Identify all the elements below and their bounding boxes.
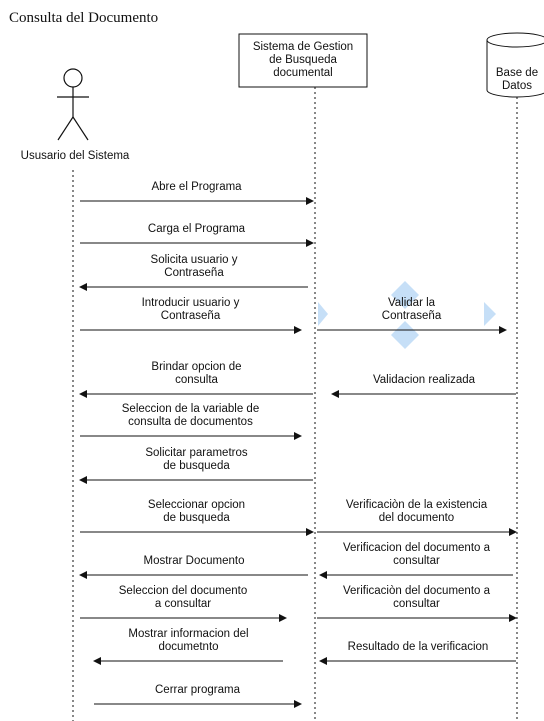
message-text: Mostrar Documento (143, 555, 245, 567)
system-box (238, 33, 368, 88)
message-text: de busqueda (163, 512, 230, 524)
handle-left (318, 302, 328, 326)
message-text: consultar (393, 598, 440, 610)
message-label-2: Carga el Programa (107, 223, 287, 236)
message-text: Contraseña (160, 310, 221, 322)
message-text: Verificacion del documento a (342, 542, 491, 554)
message-text: Verificaciòn de la existencia (345, 499, 488, 511)
message-label-1: Abre el Programa (107, 181, 287, 194)
handle-top (391, 281, 419, 309)
actor-name: Ususario del Sistema (20, 150, 130, 162)
message-text: Mostrar informacion del (128, 628, 249, 640)
message-text: Solicita usuario y (150, 254, 238, 266)
message-text: Validar la (387, 297, 436, 309)
message-text: a consultar (154, 598, 212, 610)
handle-bottom (391, 321, 419, 349)
message-text: Brindar opcion de (151, 361, 242, 373)
selection-handles (318, 281, 496, 349)
message-text: Carga el Programa (147, 223, 246, 235)
message-text: Solicitar parametros (145, 447, 248, 459)
message-text: Verificaciòn del documento a (342, 585, 491, 597)
message-text: de busqueda (163, 460, 230, 472)
message-label-18: Cerrar programa (108, 684, 288, 697)
database-cylinder (486, 32, 544, 98)
message-text: Resultado de la verificacion (347, 641, 489, 653)
message-label-7: Validacion realizada (334, 374, 514, 387)
message-text: consulta de documentos (128, 416, 253, 428)
system-box-label: Sistema de Gestion de Busqueda documenta… (252, 41, 354, 79)
message-text: Contraseña (381, 310, 442, 322)
message-text: Validacion realizada (372, 374, 476, 386)
actor-left-leg (57, 116, 74, 141)
handle-right (484, 302, 496, 326)
database-label: Base de Datos (495, 67, 539, 92)
message-text: Introducir usuario y (141, 297, 240, 309)
message-text: Contraseña (164, 267, 224, 279)
message-text: Seleccion del documento (118, 585, 248, 597)
message-label-17: Resultado de la verificacion (328, 641, 508, 654)
message-text: consulta (175, 374, 218, 386)
message-text: Cerrar programa (155, 684, 240, 696)
message-text: consultar (393, 555, 440, 567)
diagram-title: Consulta del Documento (9, 10, 159, 26)
actor-figure (57, 68, 89, 141)
actor-right-leg (72, 116, 89, 141)
actor-head (63, 68, 83, 88)
message-text: Seleccion de la variable de (121, 403, 260, 415)
message-text: Seleccionar opcion (147, 499, 246, 511)
message-text: del documento (378, 512, 455, 524)
message-text: Abre el Programa (151, 181, 242, 193)
message-label-12: Mostrar Documento (104, 555, 284, 568)
message-text: documetnto (158, 641, 219, 653)
